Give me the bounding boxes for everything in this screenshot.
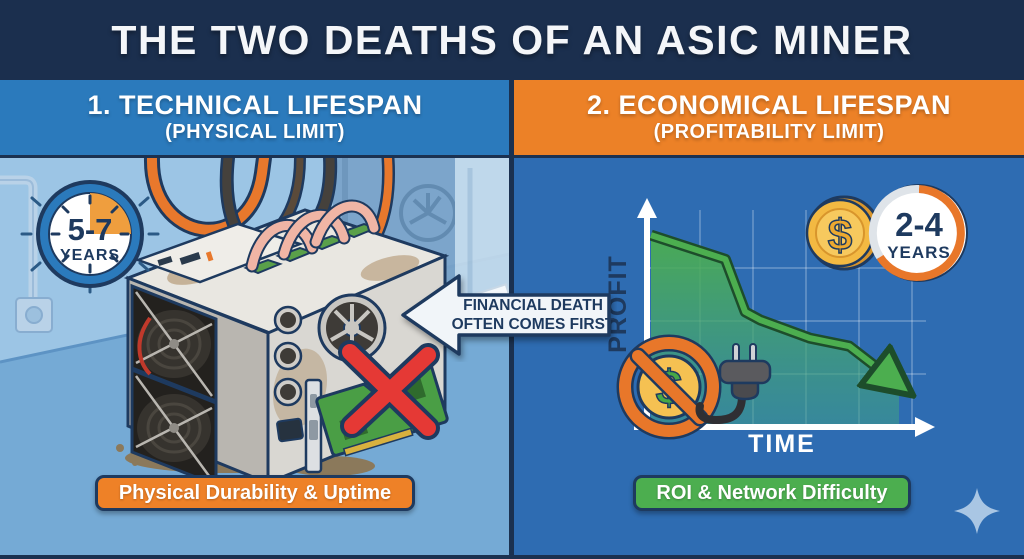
header-row: 1. TECHNICAL LIFESPAN (PHYSICAL LIMIT) 2… xyxy=(0,80,1024,158)
left-arrow-shape xyxy=(401,274,611,356)
clock-icon: 5-7 YEARS xyxy=(20,180,160,294)
svg-text:$: $ xyxy=(828,211,852,260)
years-range-right: 2-4 xyxy=(895,206,943,243)
callout-line1: FINANCIAL DEATH xyxy=(463,297,603,314)
title-band: THE TWO DEATHS OF AN ASIC MINER xyxy=(0,0,1024,80)
left-heading: 1. TECHNICAL LIFESPAN xyxy=(87,90,423,121)
right-heading: 2. ECONOMICAL LIFESPAN xyxy=(586,90,952,121)
financial-death-callout: FINANCIAL DEATH OFTEN COMES FIRST xyxy=(401,274,615,356)
profit-line xyxy=(650,232,899,385)
psu-fan-icon xyxy=(317,293,387,363)
left-footer-label: Physical Durability & Uptime xyxy=(95,475,415,511)
intake-fan-top xyxy=(130,283,218,404)
technical-lifespan-panel: 5-7 YEARS Physical Durability & Uptime xyxy=(0,158,510,559)
right-panel-header: 2. ECONOMICAL LIFESPAN (PROFITABILITY LI… xyxy=(514,80,1024,158)
years-unit-right: YEARS xyxy=(887,243,951,262)
callout-line2: OFTEN COMES FIRST xyxy=(452,316,615,333)
x-axis-label: TIME xyxy=(748,430,816,458)
intake-fan-bottom xyxy=(130,367,218,488)
loose-wire xyxy=(137,316,152,376)
red-x-icon xyxy=(338,340,440,440)
right-subheading: (PROFITABILITY LIMIT) xyxy=(653,120,885,143)
page-title: THE TWO DEATHS OF AN ASIC MINER xyxy=(111,16,913,63)
power-socket xyxy=(276,417,304,443)
bottom-border xyxy=(0,555,1024,559)
broken-gpu-card xyxy=(304,340,449,474)
coin-icon: $ xyxy=(805,195,882,271)
no-profit-icon: $ xyxy=(616,334,722,440)
years-range-left: 5-7 xyxy=(68,212,113,247)
economical-lifespan-panel: PROFIT TIME $ xyxy=(514,158,1024,559)
sparkle-icon xyxy=(954,488,1000,534)
years-badge-right: 2-4 YEARS xyxy=(868,184,968,282)
small-fans xyxy=(273,305,303,407)
right-footer-label: ROI & Network Difficulty xyxy=(633,475,911,511)
left-subheading: (PHYSICAL LIMIT) xyxy=(165,120,345,143)
power-plug-icon xyxy=(695,343,772,425)
years-unit-left: YEARS xyxy=(60,247,120,264)
left-panel-header: 1. TECHNICAL LIFESPAN (PHYSICAL LIMIT) xyxy=(0,80,510,158)
wall-conduit xyxy=(0,175,53,333)
profit-chart-scene: PROFIT TIME $ xyxy=(604,184,1000,534)
